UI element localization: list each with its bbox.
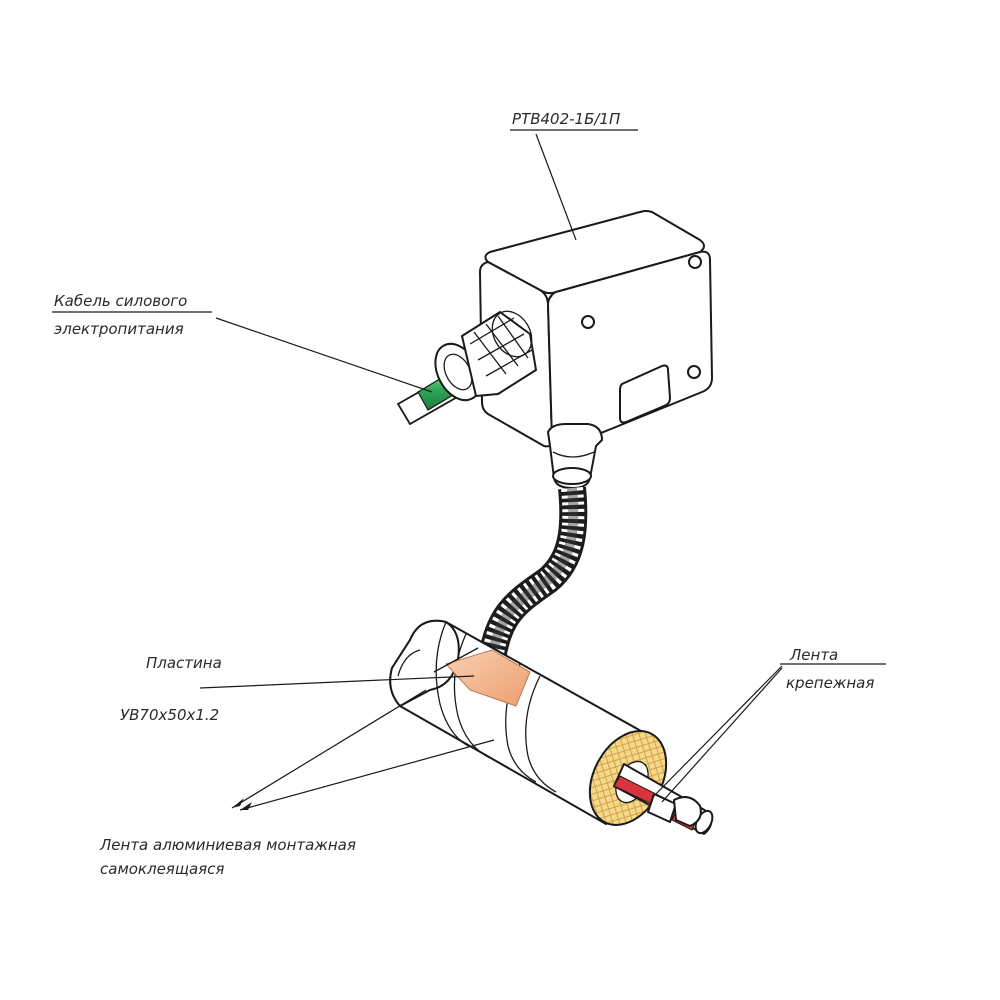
screw-hole-icon bbox=[581, 315, 595, 329]
box-nameplate bbox=[619, 364, 671, 424]
aluminium-tape-wrap bbox=[435, 621, 469, 747]
cable-label-line1: Кабель силового bbox=[54, 292, 187, 310]
band-label-line1: Лента bbox=[789, 646, 838, 664]
corrugated-hose bbox=[478, 486, 588, 663]
leader-lines bbox=[52, 129, 886, 811]
tape-label-line1: Лента алюминиевая монтажная bbox=[99, 836, 356, 854]
plate-label-line1: Пластина bbox=[146, 654, 222, 672]
band-label-line2: крепежная bbox=[786, 674, 874, 692]
cable-label-line2: электропитания bbox=[54, 320, 184, 338]
tape-label-line2: самоклеящаяся bbox=[100, 860, 224, 878]
device-model-label: РТВ402-1Б/1П bbox=[512, 110, 620, 128]
screw-hole-icon bbox=[688, 255, 702, 269]
mounting-plate bbox=[445, 649, 531, 707]
cable-gland bbox=[434, 310, 537, 402]
gland-body bbox=[461, 311, 537, 397]
insulated-pipe bbox=[389, 619, 714, 835]
band-clamp bbox=[647, 793, 677, 823]
box-front-face bbox=[547, 250, 713, 450]
screw-hole-icon bbox=[687, 365, 701, 379]
plate-label-line2: УВ70х50х1.2 bbox=[120, 706, 219, 724]
